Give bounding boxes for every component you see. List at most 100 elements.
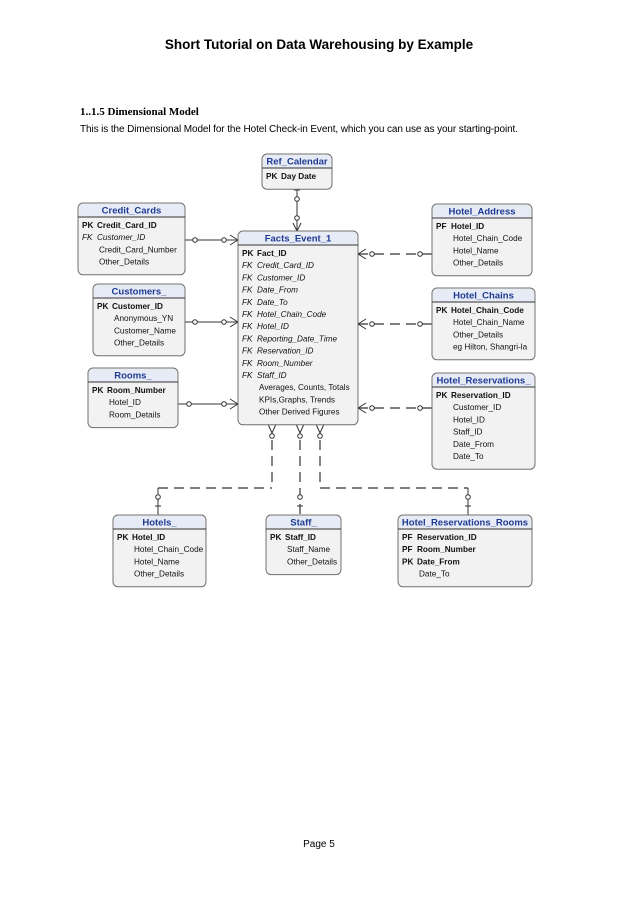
key-marker: PK: [402, 557, 413, 566]
entity-title-bar: [114, 516, 205, 529]
section-heading: 1..1.5 Dimensional Model: [80, 106, 199, 118]
entity-title-bar: [433, 289, 534, 302]
key-marker: PF: [436, 222, 446, 231]
entity-title-bar: [433, 205, 531, 218]
key-marker: FK: [242, 322, 253, 331]
optional-marker: [417, 405, 423, 411]
optional-marker: [294, 196, 300, 202]
attribute-name: Date_To: [453, 452, 484, 461]
attribute-name: Customer_ID: [257, 273, 305, 282]
entity-title: Facts_Event_1: [265, 234, 332, 245]
many-marker: [357, 248, 367, 260]
attribute-name: Hotel_Name: [453, 246, 499, 255]
key-marker: FK: [242, 310, 253, 319]
attribute-name: Date_From: [417, 557, 460, 566]
entity-title: Customers_: [112, 287, 168, 298]
attribute-name: Anonymous_YN: [114, 314, 173, 323]
optional-marker: [297, 433, 303, 439]
many-marker: [295, 423, 305, 435]
attribute-name: Staff_ID: [285, 533, 316, 542]
entity-title: Hotel_Reservations_: [437, 376, 532, 387]
optional-marker: [417, 251, 423, 257]
optional-marker: [369, 405, 375, 411]
attribute-name: Hotel_Chain_Code: [257, 310, 327, 319]
attribute-name: Date_To: [419, 570, 450, 579]
attribute-name: Credit_Card_Number: [99, 245, 177, 254]
entity-title: Ref_Calendar: [266, 157, 328, 168]
key-marker: PK: [436, 306, 447, 315]
key-marker: FK: [242, 334, 253, 343]
attribute-name: Other Derived Figures: [259, 408, 340, 417]
optional-marker: [186, 401, 192, 407]
attribute-name: Other_Details: [453, 259, 503, 268]
key-marker: PK: [266, 172, 277, 181]
optional-marker: [369, 321, 375, 327]
key-marker: PK: [92, 386, 103, 395]
optional-marker: [221, 237, 227, 243]
attribute-name: Room_Details: [109, 410, 160, 419]
attribute-name: Room_Number: [417, 545, 476, 554]
optional-marker: [192, 319, 198, 325]
entity-title: Hotel_Chains: [453, 291, 514, 302]
entity-box: [77, 202, 186, 276]
attribute-name: Hotel_ID: [109, 398, 141, 407]
optional-marker: [192, 237, 198, 243]
key-marker: PF: [402, 533, 412, 542]
attribute-name: Customer_Name: [114, 326, 176, 335]
many-marker: [357, 318, 367, 330]
attribute-name: Other_Details: [453, 330, 503, 339]
entity-title-bar: [267, 516, 340, 529]
entity-title-bar: [79, 204, 184, 217]
attribute-name: Date_From: [257, 286, 298, 295]
attribute-name: Staff_Name: [287, 545, 331, 554]
optional-marker: [317, 433, 323, 439]
attribute-name: Hotel_ID: [132, 533, 165, 542]
optional-marker: [155, 494, 161, 500]
key-marker: PK: [270, 533, 281, 542]
entity-box: [431, 287, 536, 361]
page-header: Short Tutorial on Data Warehousing by Ex…: [164, 37, 474, 52]
attribute-name: eg Hilton, Shangri-la: [453, 343, 528, 352]
optional-marker: [369, 251, 375, 257]
attribute-name: Reporting_Date_Time: [257, 334, 337, 343]
intro-paragraph: This is the Dimensional Model for the Ho…: [80, 124, 518, 135]
optional-marker: [417, 321, 423, 327]
key-marker: FK: [242, 261, 253, 270]
optional-marker: [297, 494, 303, 500]
optional-marker: [294, 215, 300, 221]
attribute-name: Hotel_ID: [257, 322, 289, 331]
attribute-name: KPIs,Graphs, Trends: [259, 395, 335, 404]
key-marker: PK: [82, 221, 93, 230]
attribute-name: Credit_Card_ID: [257, 261, 314, 270]
attribute-name: Day Date: [281, 172, 316, 181]
key-marker: FK: [242, 347, 253, 356]
attribute-name: Customer_ID: [453, 403, 501, 412]
attribute-name: Room_Number: [107, 386, 166, 395]
key-marker: FK: [242, 298, 253, 307]
entity-box: [92, 283, 186, 357]
entity-box: [431, 203, 533, 277]
attribute-name: Room_Number: [257, 359, 313, 368]
key-marker: FK: [242, 359, 253, 368]
optional-marker: [221, 401, 227, 407]
attribute-name: Hotel_Chain_Code: [451, 306, 524, 315]
attribute-name: Customer_ID: [97, 233, 145, 242]
key-marker: PF: [402, 545, 412, 554]
optional-marker: [269, 433, 275, 439]
key-marker: PK: [117, 533, 128, 542]
entity-box: [431, 372, 536, 470]
attribute-name: Other_Details: [287, 557, 337, 566]
many-marker: [229, 316, 239, 328]
entity-title: Hotels_: [142, 518, 177, 529]
many-marker: [229, 398, 239, 410]
attribute-name: Staff_ID: [453, 428, 483, 437]
many-marker: [292, 222, 302, 232]
